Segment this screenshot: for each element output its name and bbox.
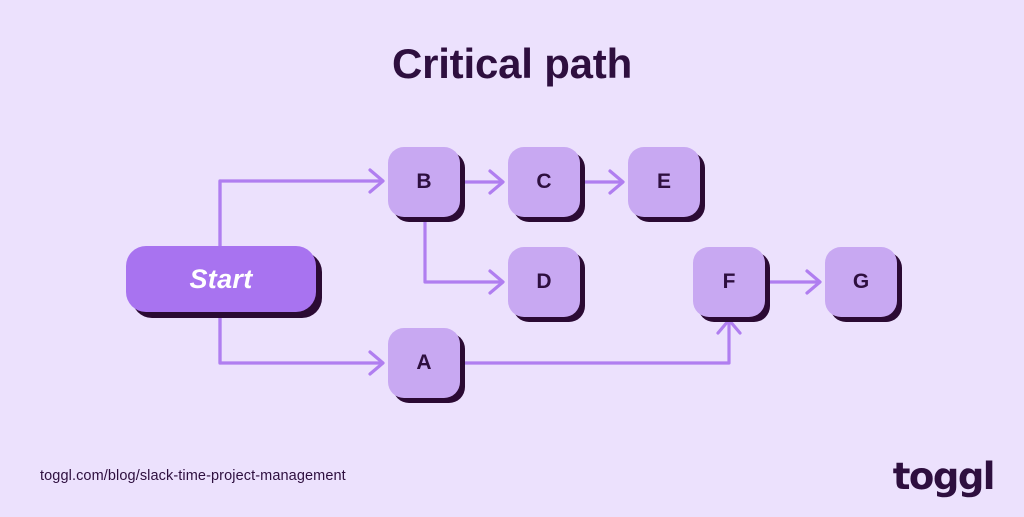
node-e[interactable]: E: [628, 147, 700, 217]
edge-f-to-g-arrowhead: [805, 269, 822, 295]
node-f[interactable]: F: [693, 247, 765, 317]
edge-c-to-e-arrowhead: [608, 169, 625, 195]
node-start[interactable]: Start: [126, 246, 316, 312]
node-g[interactable]: G: [825, 247, 897, 317]
node-b[interactable]: B: [388, 147, 460, 217]
edge-b-to-d-arrowhead: [488, 269, 505, 295]
edge-start-to-a: [218, 179, 383, 365]
node-a[interactable]: A: [388, 328, 460, 398]
source-url: toggl.com/blog/slack-time-project-manage…: [40, 468, 346, 484]
page-title: Critical path: [391, 40, 633, 87]
edge-b-to-d: [423, 217, 503, 284]
edge-a-to-f-arrowhead: [716, 318, 742, 335]
edge-b-to-c-arrowhead: [488, 169, 505, 195]
edge-a-to-f: [460, 320, 731, 365]
node-c[interactable]: C: [508, 147, 580, 217]
node-d[interactable]: D: [508, 247, 580, 317]
edge-start-to-a-arrowhead: [368, 350, 385, 376]
edge-start-to-b-arrowhead: [368, 168, 385, 194]
toggl-logo: toggl: [892, 455, 996, 498]
